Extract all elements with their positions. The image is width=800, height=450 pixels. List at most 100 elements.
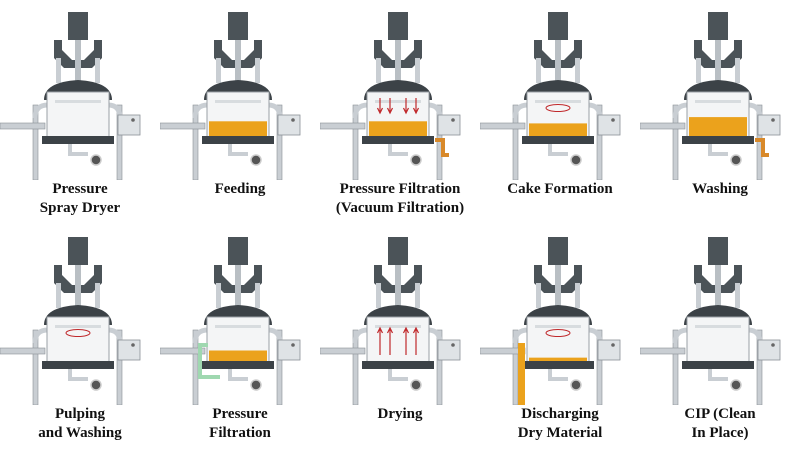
column [696,283,701,308]
vessel-body [46,316,110,364]
outlet-pipe [548,144,568,156]
step-label: Pressure Filtration(Vacuum Filtration) [320,180,480,218]
vessel-illustration [0,237,141,405]
column [255,58,260,83]
drive-yoke [694,265,742,293]
inlet-pipe [480,122,526,130]
step-label-line: Cake Formation [507,181,613,197]
column [255,283,260,308]
inlet-pipe [640,347,686,355]
column [696,58,701,83]
filter-base [522,136,594,144]
shaft [75,40,81,85]
outlet-pipe [388,369,408,381]
drive-yoke [534,265,582,293]
motor [388,237,408,265]
column [415,58,420,83]
column [376,283,381,308]
vessel-body [46,91,110,139]
vessel-illustration [320,237,461,405]
up-arrow [376,326,384,355]
caster-wheel [570,379,582,391]
agitator-blade [375,325,421,328]
control-box [437,114,461,136]
column [216,283,221,308]
vessel-illustration [0,12,141,180]
filter-base [202,136,274,144]
control-knob [451,343,455,347]
filter-base [42,136,114,144]
column [415,283,420,308]
frame-leg [596,329,603,405]
step-label-line: Washing [692,181,748,197]
motor [708,237,728,265]
column [575,283,580,308]
frame-leg [192,104,199,180]
step-label: Drying [320,405,480,424]
control-box [757,114,781,136]
column [216,58,221,83]
motor [68,12,88,40]
agitator-blade [375,100,421,103]
step-label-line: In Place) [691,425,749,441]
vessel-illustration [640,237,781,405]
frame-leg [32,329,39,405]
control-box [117,339,141,361]
control-box [277,339,301,361]
control-knob [771,343,775,347]
caster-wheel [410,154,422,166]
vessel-body [366,316,430,364]
rotation-arrow [65,329,91,337]
caster-wheel [250,154,262,166]
shaft [75,265,81,310]
frame-leg [352,329,359,405]
inlet-pipe [640,122,686,130]
column [95,283,100,308]
rotation-arrow [545,329,571,337]
down-arrow [402,98,410,115]
outlet-pipe [708,369,728,381]
down-arrow [376,98,384,115]
control-box [757,339,781,361]
process-step: Feeding [160,0,320,225]
agitator-blade [55,100,101,103]
process-step: Drying [320,225,480,450]
filtrate-pipe [198,343,220,379]
control-knob [291,343,295,347]
vessel-illustration [160,12,301,180]
motor [228,12,248,40]
control-box [597,339,621,361]
filter-base [202,361,274,369]
step-label-line: Pressure [212,406,268,422]
column [735,58,740,83]
step-label-line: Pressure Filtration [339,181,461,197]
motor [388,12,408,40]
discharge-chute [518,343,525,405]
control-box [117,114,141,136]
frame-leg [352,104,359,180]
filter-base [362,361,434,369]
frame-leg [116,104,123,180]
fluid-level [529,123,587,136]
agitator-blade [55,325,101,328]
inlet-pipe [320,347,366,355]
fluid-level [209,121,267,136]
fluid-level [529,357,587,361]
filter-base [682,361,754,369]
drive-yoke [374,40,422,68]
outlet-pipe [548,369,568,381]
filter-base [42,361,114,369]
step-label-line: Dry Material [517,425,603,441]
frame-leg [672,329,679,405]
control-box [597,114,621,136]
drive-yoke [214,40,262,68]
filter-base [682,136,754,144]
fluid-level [209,350,267,361]
control-knob [771,118,775,122]
frame-leg [276,104,283,180]
agitator-blade [535,325,581,328]
outlet-pipe [388,144,408,156]
